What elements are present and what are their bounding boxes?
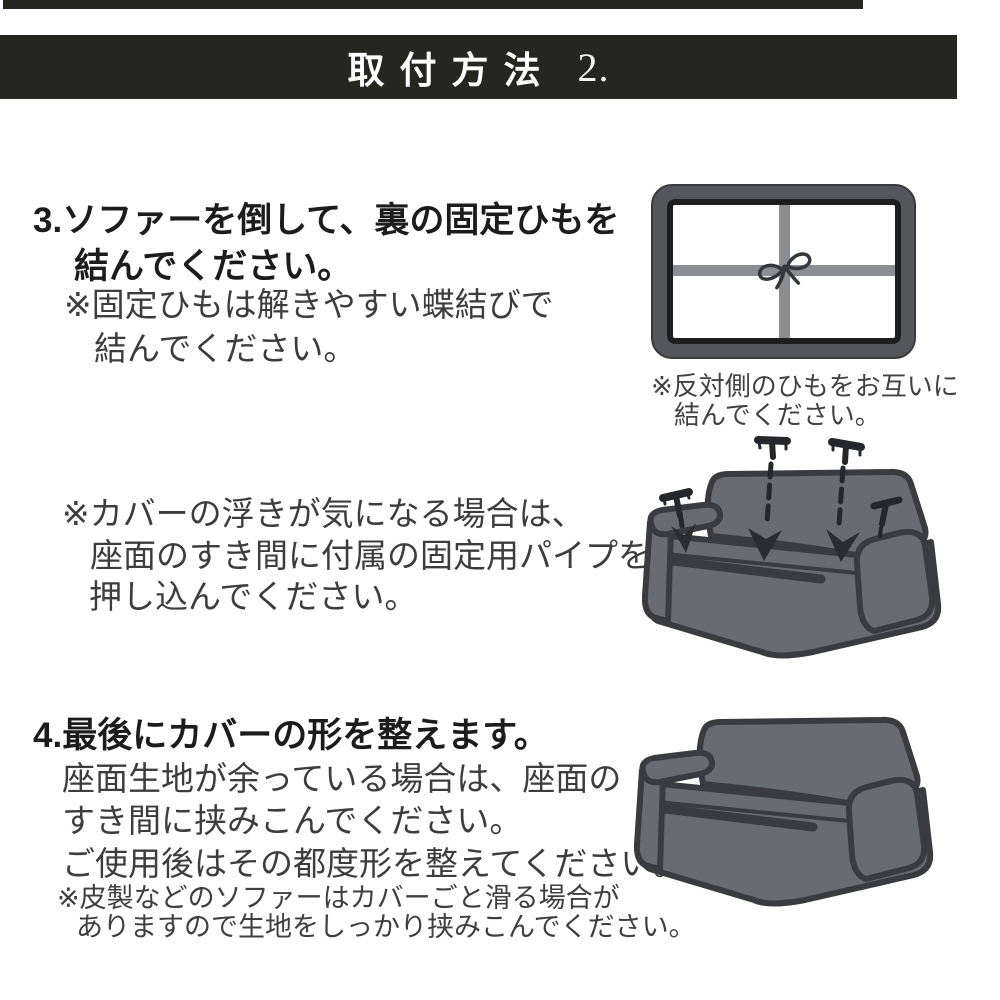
step4-note-line1: ※皮製などのソファーはカバーごと滑る場合が	[57, 883, 620, 913]
step3-note-line2: 結んでください。	[94, 330, 357, 367]
pipe-note-line2: 座面のすき間に付属の固定用パイプを	[90, 537, 651, 574]
sofa-with-pins-illustration	[630, 436, 990, 700]
window-note-line1: ※反対側のひもをお互いに	[651, 371, 959, 401]
step3-heading-line1: 3.ソファーを倒して、裏の固定ひもを	[33, 201, 620, 240]
page-number: 2.	[577, 44, 610, 90]
step4-body-line2: すき間に挟みこんでください。	[62, 802, 523, 839]
finished-sofa-illustration	[620, 690, 1000, 980]
header-bar: 取付方法 2.	[0, 35, 957, 99]
step4-note-line2: ありますので生地をしっかり挟みこんでください。	[76, 912, 696, 942]
bow-tie-icon	[757, 252, 812, 290]
pipe-note-line3: 押し込んでください。	[89, 578, 418, 615]
pipe-note-line1: ※カバーの浮きが気になる場合は、	[62, 495, 585, 532]
step3-note-line1: ※固定ひもは解きやすい蝶結びで	[64, 286, 554, 323]
step4-body-line3: ご使用後はその都度形を整えてください。	[62, 845, 687, 882]
down-arrow-icons	[671, 523, 860, 562]
page-title: 取付方法	[347, 50, 556, 91]
fixing-pipe-pins	[659, 436, 903, 538]
step4-body-line1: 座面生地が余っている場合は、座面の	[62, 760, 622, 797]
sofa-underside-illustration	[651, 184, 916, 359]
top-border-strip	[3, 0, 863, 9]
window-note-line2: 結んでください。	[674, 400, 881, 430]
step3-heading-line2: 結んでください。	[74, 247, 353, 286]
step4-heading: 4.最後にカバーの形を整えます。	[33, 716, 549, 755]
